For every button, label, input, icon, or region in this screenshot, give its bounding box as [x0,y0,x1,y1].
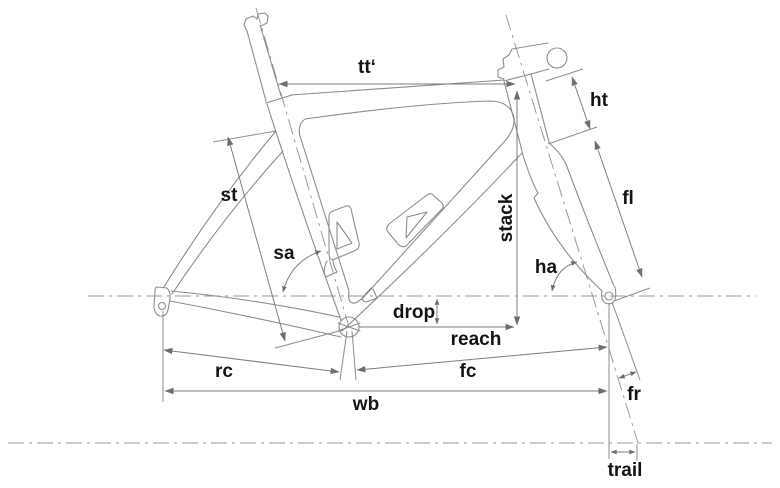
dim-head-angle-arc [550,261,578,292]
bottle-cage-down-tube [386,193,444,248]
dim-fork-length [594,140,643,278]
seat-cluster-extension [212,130,277,143]
head-tube-top-face [503,73,532,82]
dim-seat-tube [227,136,286,342]
bottle-cage-down-tube-window [405,211,428,239]
label-wheelbase: wb [352,394,379,415]
bottom-bracket-centermark [337,322,361,332]
rear-dropout [153,286,171,317]
crown-race-extension [547,126,598,145]
bottle-cage-seat-tube-foot [323,259,338,278]
chainstay-top-edge [170,290,340,318]
front-triangle-window [298,100,515,304]
label-drop: drop [393,302,435,323]
label-reach: reach [451,329,502,350]
down-tube-bottom-edge [341,152,523,332]
label-rear-center: rc [215,361,233,382]
seat-tube-left-edge [266,103,342,321]
stem-clamp-circle [546,47,568,69]
dim-head-tube [571,76,591,130]
bottle-cage-seat-tube-window [336,221,353,250]
label-seat-angle: sa [273,243,295,264]
label-fork-rake: fr [627,384,641,405]
label-seat-tube: st [221,185,239,206]
fork-left-edge [521,151,603,292]
bottle-cage-down-tube-foot [361,287,378,303]
rear-axle-circle [157,301,167,311]
label-head-angle: ha [535,257,558,278]
bb-extension-rc [339,330,348,381]
label-trail: trail [608,460,643,481]
head-top-extension [545,68,584,82]
seatpost-head [243,12,269,32]
label-front-center: fc [460,361,477,382]
fork-right-edge [548,142,615,287]
reference-lines [8,7,772,444]
dim-front-center [356,344,608,373]
dimension-labels: tt‘ ht st fl sa stack ha drop reach rc f… [215,57,642,481]
chainstay-bottom-edge [169,300,342,338]
seatpost-left-edge [246,30,267,102]
dim-seat-angle-arc [282,250,322,293]
front-axle-fl-extension [613,287,651,302]
frame-outline [153,12,617,338]
head-tube-left-edge [503,80,523,152]
axle-parallel-line [611,301,641,381]
dim-fork-rake [618,371,637,379]
dim-rear-center [163,347,340,375]
bottle-cage-seat-tube [328,205,360,260]
label-head-tube: ht [590,90,609,111]
stem-top-edge [497,42,549,80]
label-fork-length: fl [622,188,634,209]
seatstay-upper-edge [163,130,277,288]
bb-extension-st [274,329,344,349]
label-stack: stack [496,193,517,242]
dimension-lines [163,76,643,455]
steering-axis [505,14,639,444]
extension-lines [162,68,651,461]
seat-clamp-collar [265,94,293,104]
stem-bottom-edge [530,68,550,75]
head-tube-right-edge [530,73,550,143]
seat-tube-axis [255,7,350,328]
label-top-tube-effective: tt‘ [358,57,376,78]
bb-extension-fc [351,330,357,381]
seatpost-right-edge [259,24,282,97]
top-tube-top-edge [290,79,505,96]
front-axle-circle [604,291,614,301]
